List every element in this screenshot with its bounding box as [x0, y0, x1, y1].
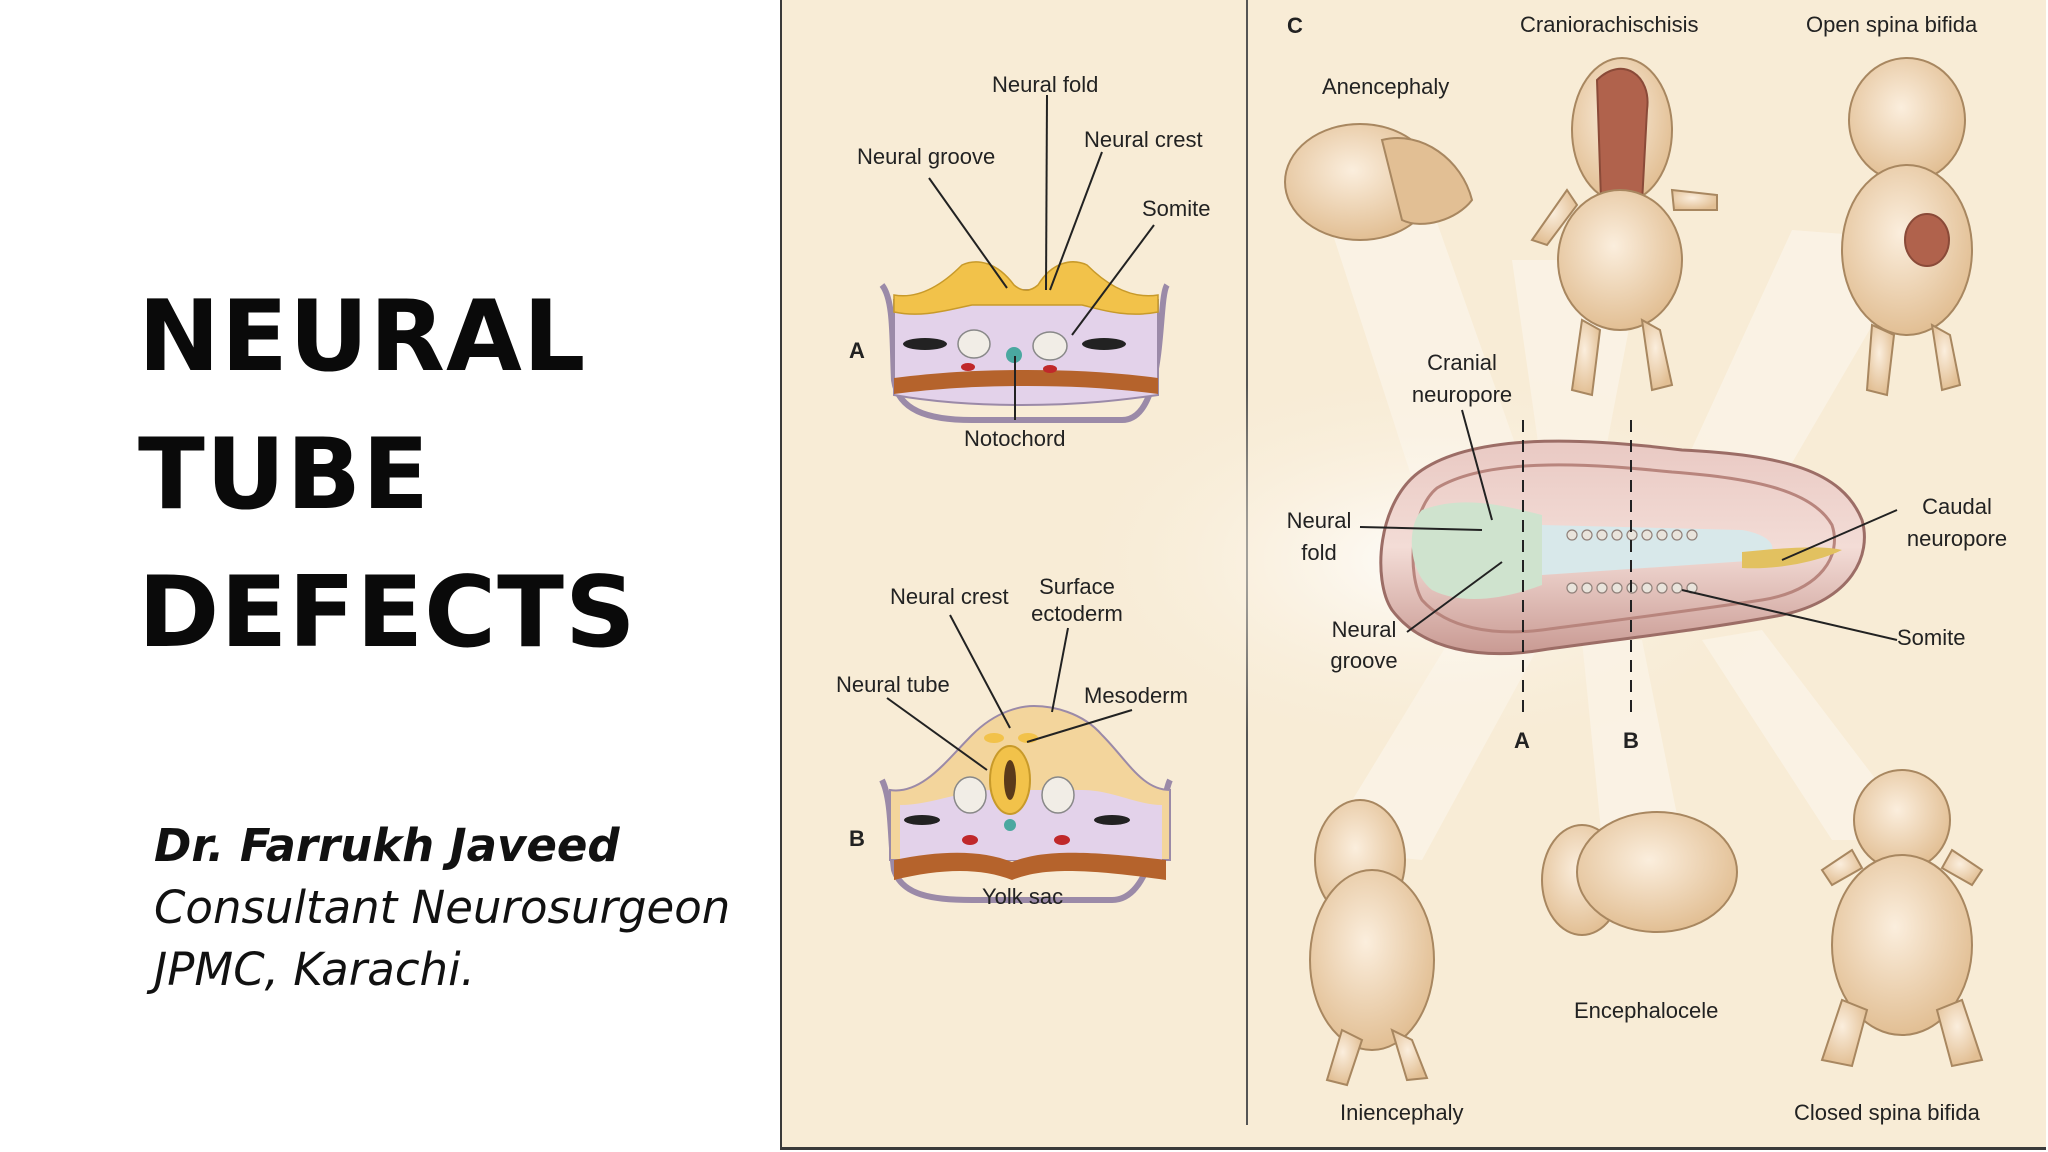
label-b-surface-ectoderm-2: ectoderm: [1031, 601, 1123, 626]
anencephaly-figure: [1284, 123, 1474, 241]
figure-artwork: [879, 0, 1984, 1125]
encephalocele-figure: [1541, 811, 1738, 936]
panel-letter-b: B: [849, 826, 865, 851]
label-a-notochord: Notochord: [964, 426, 1066, 451]
title-line-3: DEFECTS: [138, 556, 637, 670]
panel-b-cross-section: [879, 614, 1173, 903]
label-encephalocele: Encephalocele: [1574, 998, 1719, 1023]
panel-letter-a: A: [849, 338, 865, 363]
closed-spina-bifida-figure: [1820, 769, 1984, 1068]
craniorachischisis-figure: [1530, 57, 1718, 397]
author-info: Dr. Farrukh Javeed Consultant Neurosurge…: [154, 815, 730, 1001]
label-a-neural-groove: Neural groove: [857, 144, 996, 169]
section-line-b-label: B: [1623, 728, 1639, 753]
label-c-neural-fold-1: Neural: [1286, 508, 1352, 533]
label-a-neural-crest: Neural crest: [1084, 127, 1203, 152]
neural-tube-figure: A B C Neural fold Neural groove Neural c…: [780, 0, 2046, 1150]
label-b-neural-tube: Neural tube: [836, 672, 950, 697]
label-b-mesoderm: Mesoderm: [1084, 683, 1188, 708]
label-open-spina-bifida: Open spina bifida: [1806, 12, 1978, 37]
iniencephaly-figure: [1309, 799, 1435, 1087]
panel-letter-c: C: [1287, 13, 1303, 38]
label-caudal-neuropore-2: neuropore: [1906, 526, 2008, 551]
label-c-somite: Somite: [1897, 625, 1966, 650]
open-spina-bifida-figure: [1841, 57, 1973, 397]
label-caudal-neuropore-1: Caudal: [1922, 494, 1992, 519]
author-name: Dr. Farrukh Javeed: [154, 819, 620, 872]
infant-figures: [1284, 57, 1984, 1087]
label-c-neural-groove-1: Neural: [1331, 617, 1397, 642]
title-line-2: TUBE: [138, 418, 431, 532]
label-cranial-neuropore-2: neuropore: [1411, 382, 1513, 407]
label-b-yolk-sac: Yolk sac: [982, 884, 1064, 909]
label-iniencephaly: Iniencephaly: [1340, 1100, 1464, 1125]
label-a-somite: Somite: [1142, 196, 1211, 221]
label-closed-spina-bifida: Closed spina bifida: [1794, 1100, 1980, 1125]
label-craniorachischisis: Craniorachischisis: [1520, 12, 1699, 37]
label-b-surface-ectoderm-1: Surface: [1039, 574, 1115, 599]
label-anencephaly: Anencephaly: [1322, 74, 1450, 99]
label-c-neural-fold-2: fold: [1301, 540, 1337, 565]
slide-title: NEURAL TUBE DEFECTS: [138, 268, 637, 682]
label-b-neural-crest: Neural crest: [890, 584, 1009, 609]
label-a-neural-fold: Neural fold: [992, 72, 1099, 97]
title-line-1: NEURAL: [138, 280, 587, 394]
section-line-a-label: A: [1514, 728, 1530, 753]
label-cranial-neuropore-1: Cranial: [1427, 350, 1497, 375]
panel-c-embryo: [1052, 360, 1898, 760]
panel-a-cross-section: [879, 94, 1170, 423]
author-affiliation: JPMC, Karachi.: [154, 943, 475, 996]
label-c-neural-groove-2: groove: [1330, 648, 1398, 673]
author-role: Consultant Neurosurgeon: [154, 881, 731, 934]
